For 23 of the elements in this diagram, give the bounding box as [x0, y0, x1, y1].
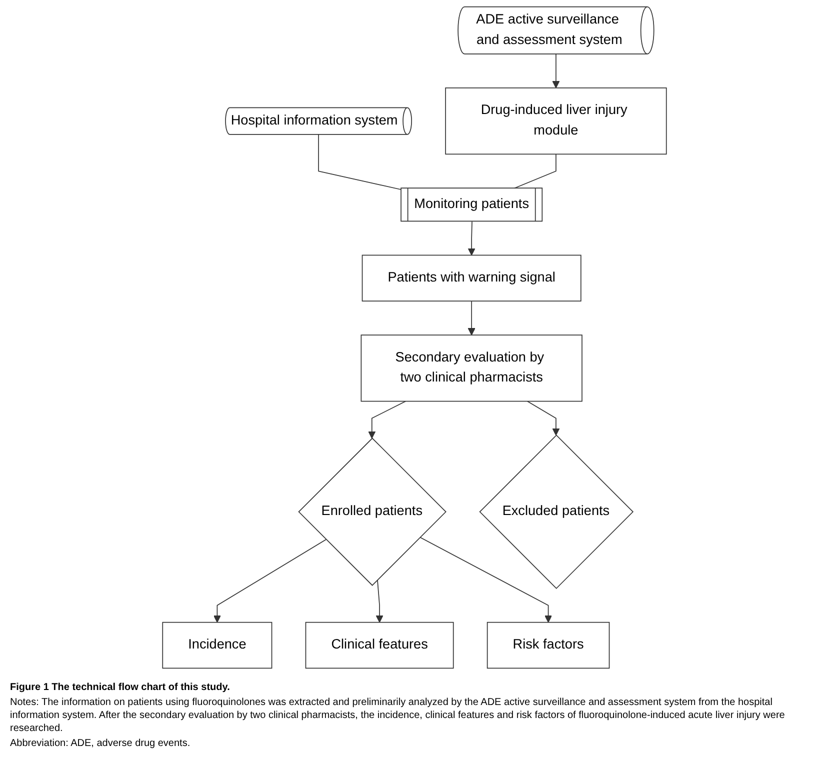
connector: [318, 134, 402, 190]
arrow: [420, 536, 552, 623]
arrow: [213, 539, 326, 623]
node-diamond: Excluded patients: [479, 434, 634, 589]
arrow: [552, 54, 560, 88]
arrow: [368, 400, 406, 439]
note-text: Notes: The information on patients using fluoroquinolones was extracted and preliminarily analyzed by the ADE active surveillance and assessment system from the hospital information system. After the secondary evaluation by two clinical pharmacists, the incidence, clinical features and risk factors of fluoroquinolone-induced acute liver injury were researched.: [10, 696, 786, 735]
arrow: [376, 579, 384, 623]
node-box: Risk factors: [486, 622, 610, 669]
node-box: Drug-induced liver injury module: [445, 87, 667, 155]
figure-caption: Figure 1 The technical flow chart of this study.: [10, 681, 231, 694]
connector: [513, 154, 556, 189]
arrow: [468, 221, 476, 256]
node-box: Clinical features: [305, 622, 454, 669]
node-box: Incidence: [162, 622, 272, 669]
note-text: Abbreviation: ADE, adverse drug events.: [10, 737, 192, 750]
node-box: Patients with warning signal: [362, 254, 582, 302]
node-text: ADE active surveillance and assessment system: [476, 12, 622, 48]
arrow: [526, 400, 560, 436]
node-diamond: Enrolled patients: [298, 438, 446, 586]
node-text: Hospital information system: [230, 113, 398, 128]
node-box: Secondary evaluation by two clinical pharmacists: [360, 334, 582, 402]
arrow: [468, 300, 476, 336]
